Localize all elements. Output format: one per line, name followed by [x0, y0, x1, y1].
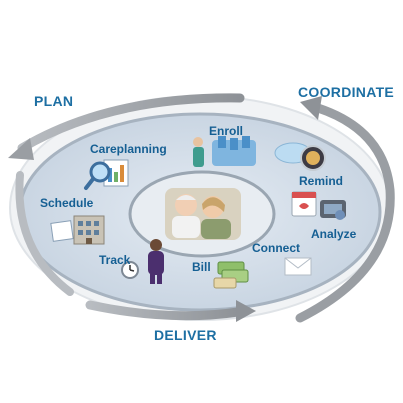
coordinate-arrow-head [300, 96, 322, 120]
analyze-label: Analyze [311, 227, 357, 241]
schedule-label: Schedule [40, 196, 94, 210]
enroll-people-icon [193, 136, 256, 167]
coordinate-label: COORDINATE [298, 84, 395, 100]
deliver-arrow-head [236, 300, 256, 322]
track-label: Track [99, 253, 131, 267]
bill-money-icon [213, 261, 249, 289]
track-nurse-icon [121, 239, 164, 284]
plan-label: PLAN [34, 93, 74, 109]
plan-arrow [17, 93, 245, 153]
deliver-label: DELIVER [154, 327, 217, 343]
remind-label: Remind [299, 174, 344, 188]
enroll-label: Enroll [209, 124, 244, 138]
bill-label: Bill [192, 260, 211, 274]
careplanning-label: Careplanning [90, 142, 167, 156]
connect-email-icon [284, 257, 312, 276]
schedule-hospital-icon [50, 215, 105, 245]
careplanning-magnifier-icon [84, 159, 129, 190]
left-arc [15, 171, 74, 296]
deliver-arrow [85, 300, 243, 321]
remind-clock-icon [274, 142, 326, 171]
couple-photo [165, 188, 241, 240]
coordinate-arrow [295, 103, 395, 323]
plan-arrow-head [8, 138, 34, 160]
analyze-calendar-icon [291, 191, 346, 220]
connect-label: Connect [252, 241, 300, 255]
